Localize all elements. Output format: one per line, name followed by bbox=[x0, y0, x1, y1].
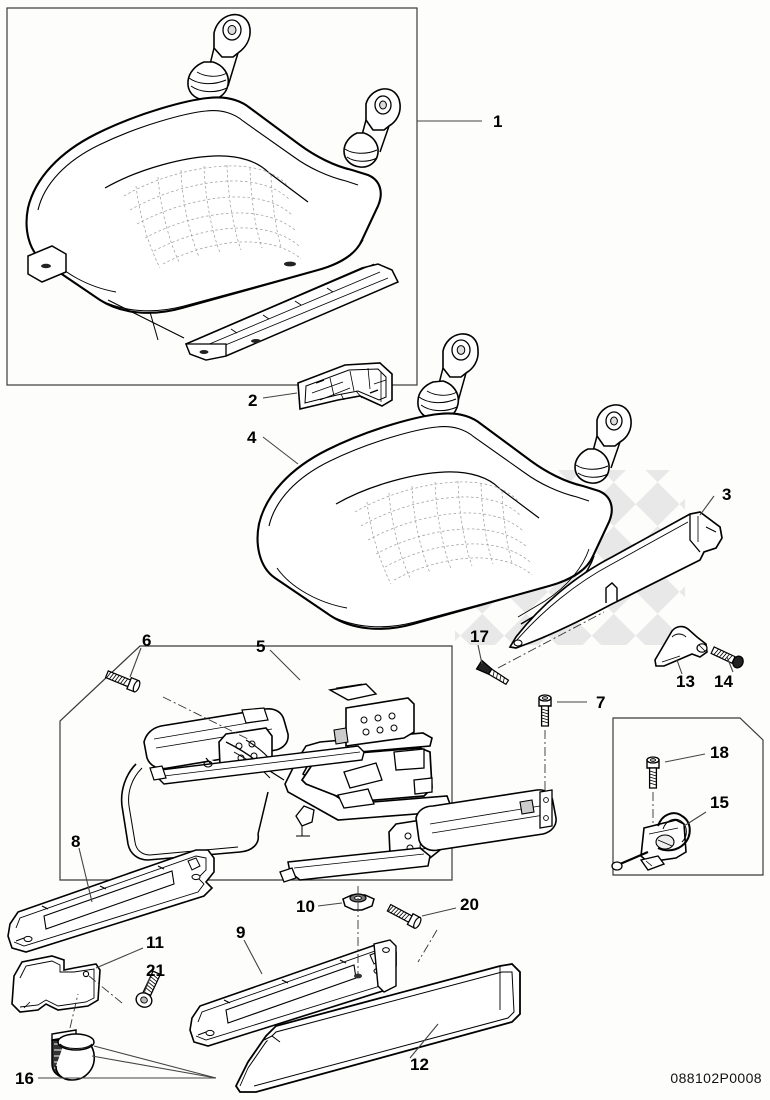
seat-frame-box bbox=[59, 645, 453, 881]
callout-6: 6 bbox=[142, 631, 152, 650]
nut-target-hole bbox=[354, 973, 362, 979]
callout-2: 2 bbox=[248, 391, 258, 410]
assembly-line-21 bbox=[88, 975, 123, 1004]
callout-21: 21 bbox=[146, 961, 165, 980]
callout-17: 17 bbox=[470, 627, 489, 646]
assembly-line-6 bbox=[162, 696, 251, 741]
leader-10 bbox=[317, 902, 343, 907]
lever-bolt-drawing bbox=[710, 646, 744, 669]
callout-15: 15 bbox=[710, 793, 729, 812]
grid-pad-bracket-drawing bbox=[297, 362, 393, 410]
callout-8: 8 bbox=[71, 832, 81, 851]
latch-assembly-box bbox=[612, 717, 764, 876]
leader-11 bbox=[95, 947, 144, 969]
rail-end-cap-drawing bbox=[11, 955, 101, 1013]
assembly-line-20 bbox=[417, 929, 438, 963]
leader-17 bbox=[477, 644, 483, 665]
callout-20: 20 bbox=[460, 895, 479, 914]
callout-11: 11 bbox=[146, 933, 164, 952]
leader-2 bbox=[262, 392, 298, 399]
callout-13: 13 bbox=[676, 672, 695, 691]
leader-16-b bbox=[93, 1045, 217, 1079]
seat-frame-drawing bbox=[120, 683, 557, 883]
leader-5 bbox=[269, 649, 301, 681]
complete-seat-assembly-drawing bbox=[25, 13, 401, 361]
hex-flange-bolt-drawing bbox=[104, 670, 141, 693]
callout-12: 12 bbox=[410, 1055, 429, 1074]
leader-13 bbox=[676, 659, 683, 675]
release-lever-drawing bbox=[654, 625, 708, 667]
wire-handle-latch-drawing bbox=[611, 812, 691, 871]
callout-9: 9 bbox=[236, 923, 246, 942]
callout-7: 7 bbox=[596, 693, 606, 712]
callout-5: 5 bbox=[256, 637, 266, 656]
leader-8 bbox=[78, 847, 93, 903]
leader-21 bbox=[143, 977, 151, 994]
countersunk-screw-drawing bbox=[475, 659, 510, 686]
side-trim-cover-drawing bbox=[508, 511, 723, 649]
push-pin-clip-drawing bbox=[51, 1029, 96, 1081]
pan-head-bolt-drawing bbox=[386, 903, 422, 929]
callout-10: 10 bbox=[296, 897, 315, 916]
leader-14 bbox=[726, 656, 734, 673]
leader-12 bbox=[409, 1023, 439, 1059]
callout-16: 16 bbox=[15, 1069, 34, 1088]
diagram-part-number: 088102P0008 bbox=[670, 1070, 762, 1086]
leader-18 bbox=[664, 753, 706, 763]
leader-16-c bbox=[91, 1055, 217, 1079]
button-head-screw-drawing bbox=[135, 970, 162, 1008]
callout-1: 1 bbox=[493, 112, 503, 131]
hex-nut-drawing bbox=[342, 893, 375, 911]
assembly-line-17 bbox=[497, 611, 605, 669]
leader-15 bbox=[683, 811, 707, 827]
inner-rail-cover-drawing bbox=[7, 849, 215, 953]
lower-trim-panel-drawing bbox=[234, 963, 521, 1093]
complete-seat-assembly-box bbox=[6, 7, 418, 386]
leader-4 bbox=[262, 436, 299, 465]
leader-3 bbox=[699, 495, 715, 516]
callout-4: 4 bbox=[247, 428, 257, 447]
leader-9 bbox=[243, 939, 263, 975]
callout-3: 3 bbox=[722, 485, 732, 504]
leader-6 bbox=[129, 647, 142, 678]
outer-rail-cover-drawing bbox=[189, 939, 397, 1047]
callout-18: 18 bbox=[710, 743, 729, 762]
assembly-line-16 bbox=[69, 993, 79, 1029]
leader-20 bbox=[421, 907, 457, 917]
callout-14: 14 bbox=[714, 672, 733, 691]
